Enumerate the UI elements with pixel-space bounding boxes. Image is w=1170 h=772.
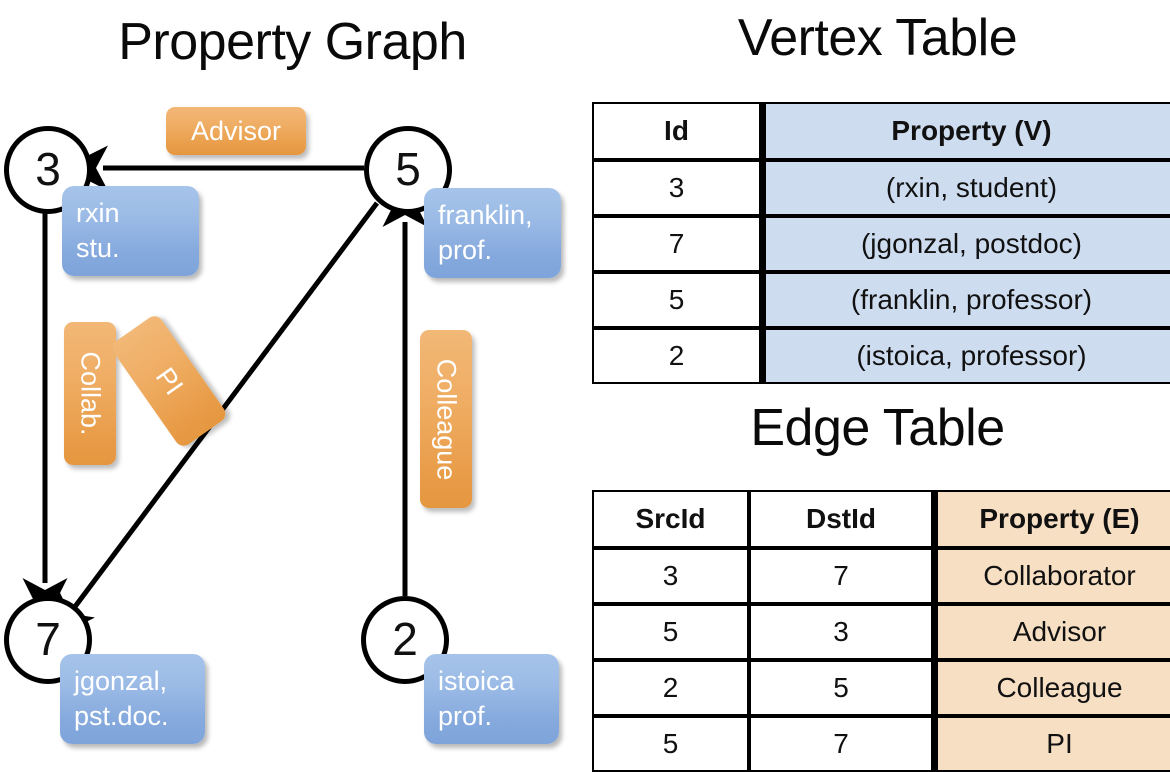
graph-node-2-label: 2 [392, 613, 418, 666]
node-property-line-1: jgonzal, [74, 666, 168, 696]
vertex-table-header-row: Id Property (V) [592, 102, 1170, 160]
edge-label-colleague-text: Colleague [431, 358, 462, 480]
node-property-line-2: prof. [438, 700, 493, 731]
edge-table-header-row: SrcId DstId Property (E) [592, 490, 1170, 548]
edge-label-collab: Collab. [64, 322, 116, 465]
edge-cell-property: Colleague [933, 660, 1170, 716]
edge-cell-dstid: 7 [749, 548, 933, 604]
graph-node-2[interactable]: 2 [361, 596, 449, 684]
page-title-vertex-table: Vertex Table [737, 9, 1018, 67]
edge-table-header-srcid: SrcId [592, 490, 749, 548]
edge-label-collab-text: Collab. [75, 351, 106, 436]
node-property-line-2: pst.doc. [74, 700, 169, 731]
vertex-cell-property: (jgonzal, postdoc) [761, 216, 1170, 272]
table-row: 2 5 Colleague [592, 660, 1170, 716]
node-property-box-2: istoica prof. [424, 654, 559, 744]
table-row: 5 3 Advisor [592, 604, 1170, 660]
edge-cell-dstid: 7 [749, 716, 933, 772]
node-property-line-1: istoica [438, 666, 515, 696]
edge-cell-srcid: 5 [592, 716, 749, 772]
edge-5-to-7 [50, 201, 380, 641]
page-title-property-graph: Property Graph [118, 13, 467, 71]
edge-label-pi-text: PI [149, 361, 190, 400]
table-row: 7 (jgonzal, postdoc) [592, 216, 1170, 272]
edge-table: SrcId DstId Property (E) 3 7 Collaborato… [592, 490, 1170, 772]
edge-cell-property: Collaborator [933, 548, 1170, 604]
edge-cell-srcid: 2 [592, 660, 749, 716]
node-property-box-7: jgonzal, pst.doc. [60, 654, 205, 744]
property-graph-diagram: 3 5 7 2 rxin stu. franklin, prof. jgonza… [0, 0, 585, 760]
edge-table-header-property: Property (E) [933, 490, 1170, 548]
node-property-line-2: prof. [438, 234, 493, 265]
edge-cell-dstid: 5 [749, 660, 933, 716]
edge-cell-srcid: 5 [592, 604, 749, 660]
table-row: 5 (franklin, professor) [592, 272, 1170, 328]
vertex-cell-property: (franklin, professor) [761, 272, 1170, 328]
vertex-cell-property: (rxin, student) [761, 160, 1170, 216]
page-title-edge-table: Edge Table [750, 399, 1005, 457]
edge-label-colleague: Colleague [420, 330, 472, 508]
edge-table-header-dstid: DstId [749, 490, 933, 548]
table-row: 3 7 Collaborator [592, 548, 1170, 604]
graph-edge-lines [22, 145, 428, 641]
edge-label-advisor: Advisor [166, 107, 306, 155]
vertex-table-header-property: Property (V) [761, 102, 1170, 160]
table-row: 5 7 PI [592, 716, 1170, 772]
vertex-cell-id: 7 [592, 216, 761, 272]
edge-cell-property: PI [933, 716, 1170, 772]
table-row: 3 (rxin, student) [592, 160, 1170, 216]
vertex-cell-id: 2 [592, 328, 761, 384]
edge-cell-srcid: 3 [592, 548, 749, 604]
node-property-box-5: franklin, prof. [424, 188, 561, 278]
vertex-cell-id: 3 [592, 160, 761, 216]
vertex-cell-id: 5 [592, 272, 761, 328]
graph-node-3-label: 3 [35, 143, 61, 196]
edge-label-advisor-text: Advisor [190, 115, 282, 146]
vertex-cell-property: (istoica, professor) [761, 328, 1170, 384]
node-property-box-3: rxin stu. [62, 186, 199, 276]
vertex-table-header-id: Id [592, 102, 761, 160]
edge-cell-dstid: 3 [749, 604, 933, 660]
node-property-line-1: rxin [76, 198, 120, 228]
table-row: 2 (istoica, professor) [592, 328, 1170, 384]
node-property-line-1: franklin, [438, 200, 533, 230]
node-property-line-2: stu. [76, 232, 120, 263]
graph-node-5-label: 5 [395, 143, 421, 196]
edge-cell-property: Advisor [933, 604, 1170, 660]
vertex-table: Id Property (V) 3 (rxin, student) 7 (jgo… [592, 102, 1170, 384]
